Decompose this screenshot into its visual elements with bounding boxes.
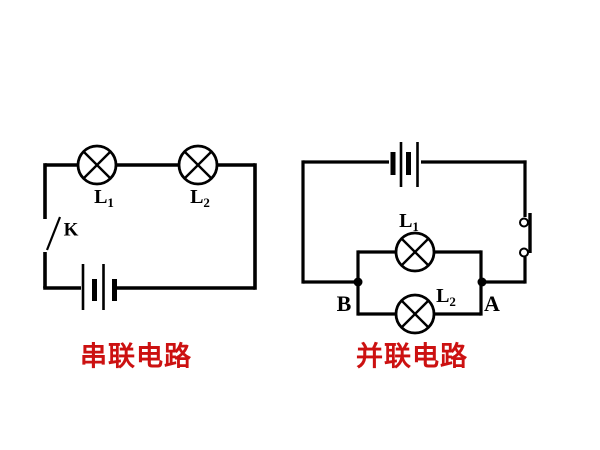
series-lamp2-label: L2 bbox=[190, 186, 210, 210]
lamp-icon bbox=[177, 144, 219, 186]
junction-node bbox=[353, 277, 363, 287]
parallel-lamp1-label: L1 bbox=[399, 210, 419, 234]
battery-icon bbox=[390, 142, 419, 187]
node-b-label: B bbox=[336, 291, 352, 316]
parallel-lamp2-label: L2 bbox=[436, 285, 456, 309]
lamp-icon bbox=[394, 231, 436, 273]
series-circuit-title: 串联电路 bbox=[80, 341, 192, 372]
series-lamp1-label: L1 bbox=[94, 186, 114, 210]
parallel-circuit-title: 并联电路 bbox=[356, 341, 468, 372]
lamp-icon bbox=[76, 144, 118, 186]
junction-node bbox=[477, 277, 487, 287]
parallel-circuit-diagram bbox=[301, 142, 532, 335]
switch-icon bbox=[519, 213, 532, 258]
series-switch-label: K bbox=[63, 219, 79, 241]
switch-icon bbox=[45, 216, 62, 251]
series-circuit-diagram bbox=[43, 144, 257, 310]
battery-icon bbox=[81, 264, 117, 310]
node-a-label: A bbox=[484, 291, 500, 316]
lamp-icon bbox=[394, 293, 436, 335]
